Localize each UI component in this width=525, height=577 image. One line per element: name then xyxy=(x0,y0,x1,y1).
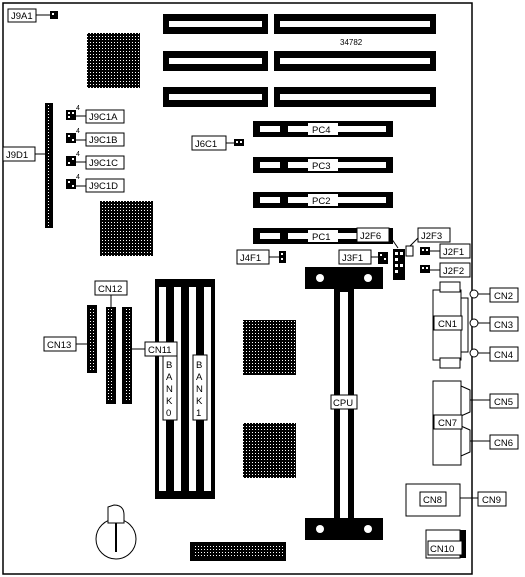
memory-bank-0: B A N K 0 xyxy=(155,279,185,499)
j9c1a-pin-mark: 4 xyxy=(76,105,80,112)
jumper-j9c1a: 4 J9C1A xyxy=(66,105,125,124)
header-cn13: CN13 xyxy=(43,305,97,373)
battery xyxy=(95,504,137,560)
connector-cn6: CN6 xyxy=(470,434,519,450)
pci-slot-pc2: PC2 xyxy=(253,192,393,208)
jumper-j2f3: J2F3 xyxy=(405,227,451,257)
cn2-label: CN2 xyxy=(494,291,513,302)
isa-slot-row-1 xyxy=(163,14,436,34)
bank0-letter-3: N xyxy=(166,384,173,395)
j9c1b-label: J9C1B xyxy=(89,135,118,146)
j9d1-label: J9D1 xyxy=(6,150,28,161)
connector-cn5: CN5 xyxy=(470,393,519,409)
connector-cn2: CN2 xyxy=(469,287,519,303)
connector-cn9: CN9 xyxy=(460,491,507,507)
header-cn12: CN12 xyxy=(94,280,128,404)
connector-cn1: CN1 xyxy=(432,281,469,369)
j2f6-block xyxy=(393,249,405,280)
pci-slot-pc4: PC4 xyxy=(253,121,393,137)
bank0-letter-1: B xyxy=(166,360,172,371)
j9c1b-pin-mark: 4 xyxy=(76,128,80,135)
pc1-label: PC1 xyxy=(312,232,330,243)
cn5-label: CN5 xyxy=(494,397,513,408)
jumper-j6c1: J6C1 xyxy=(191,135,244,151)
j9c1d-pin-mark: 4 xyxy=(76,174,80,181)
header-j9d1: J9D1 xyxy=(2,103,53,228)
j2f6-label: J2F6 xyxy=(360,231,381,242)
j4f1-label: J4F1 xyxy=(240,253,261,264)
connector-cn3: CN3 xyxy=(469,316,519,332)
j9c1a-label: J9C1A xyxy=(89,112,118,123)
jumper-j2f2: J2F2 xyxy=(420,262,471,278)
cn12-label: CN12 xyxy=(98,284,122,295)
jumper-j9c1c: 4 J9C1C xyxy=(66,151,125,170)
cn10-label: CN10 xyxy=(430,544,454,555)
cpu-slot: CPU xyxy=(305,267,383,540)
isa-slots xyxy=(163,14,436,107)
jumper-j2f1: J2F1 xyxy=(420,243,471,259)
j2f2-label: J2F2 xyxy=(443,266,464,277)
cn9-label: CN9 xyxy=(482,495,501,506)
cn13-label: CN13 xyxy=(47,340,71,351)
jumper-j9c1b: 4 J9C1B xyxy=(66,128,125,147)
bank0-letter-4: K xyxy=(166,396,173,407)
pc3-label: PC3 xyxy=(312,161,330,172)
j9c1c-pin-mark: 4 xyxy=(76,151,80,158)
j6c1-label: J6C1 xyxy=(195,139,217,150)
bank1-letter-5: 1 xyxy=(196,408,201,419)
j9c1c-label: J9C1C xyxy=(89,158,118,169)
cn3-label: CN3 xyxy=(494,320,513,331)
bank1-letter-2: A xyxy=(196,372,203,383)
jumper-j2f6: J2F6 xyxy=(356,227,399,249)
j3f1-label: J3F1 xyxy=(342,253,363,264)
cn8-label: CN8 xyxy=(423,495,442,506)
bank1-letter-1: B xyxy=(196,360,202,371)
j2f1-label: J2F1 xyxy=(443,247,464,258)
jumper-j9a1: J9A1 xyxy=(7,8,58,23)
header-cn11: CN11 xyxy=(122,307,178,404)
j9a1-label: J9A1 xyxy=(11,11,33,22)
j2f3-label: J2F3 xyxy=(421,231,442,242)
jumper-j9c1d: 4 J9C1D xyxy=(66,174,125,193)
bank1-letter-4: K xyxy=(196,396,203,407)
cn6-label: CN6 xyxy=(494,438,513,449)
pc4-label: PC4 xyxy=(312,125,330,136)
connector-cn10: CN10 xyxy=(425,529,466,559)
chip-center-lower xyxy=(243,423,296,478)
chip-mid-left xyxy=(100,201,153,256)
jumper-j4f1: J4F1 xyxy=(236,249,286,265)
pci-slot-pc3: PC3 xyxy=(253,157,393,173)
chip-top-left xyxy=(87,33,140,88)
connector-cn4: CN4 xyxy=(469,346,519,362)
cn1-label: CN1 xyxy=(438,319,457,330)
connector-cn8: CN8 xyxy=(405,483,461,517)
memory-bank-1: B A N K 1 xyxy=(185,279,215,499)
cn7-label: CN7 xyxy=(438,418,457,429)
board-code: 34782 xyxy=(340,38,363,47)
isa-slot-row-3 xyxy=(163,87,436,107)
bottom-header xyxy=(190,542,286,561)
cpu-label: CPU xyxy=(333,398,353,409)
chip-center-upper xyxy=(243,320,296,375)
bank0-letter-5: 0 xyxy=(166,408,171,419)
jumper-j3f1: J3F1 xyxy=(338,249,388,265)
connector-cn7: CN7 xyxy=(432,380,471,466)
cn4-label: CN4 xyxy=(494,350,513,361)
cn11-label: CN11 xyxy=(148,345,172,356)
j9c1d-label: J9C1D xyxy=(89,181,118,192)
bank1-letter-3: N xyxy=(196,384,203,395)
pc2-label: PC2 xyxy=(312,196,330,207)
isa-slot-row-2 xyxy=(163,51,436,71)
bank0-letter-2: A xyxy=(166,372,173,383)
